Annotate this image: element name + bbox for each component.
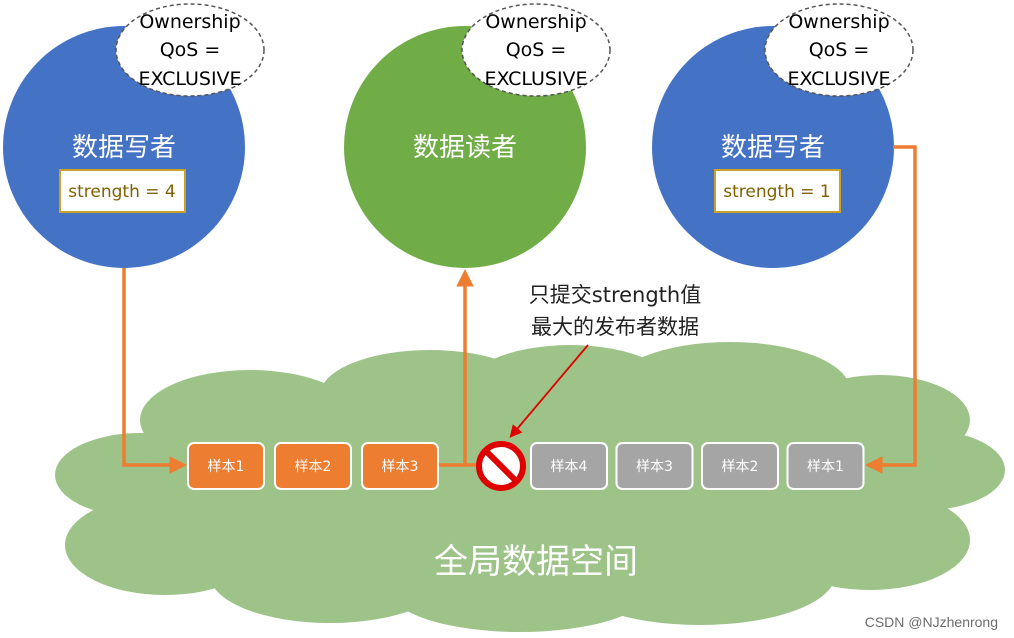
sample-blocked-1: 样本4	[530, 442, 608, 490]
samples-active-group: 样本1 样本2 样本3	[187, 442, 439, 490]
strength-note: 只提交strength值 最大的发布者数据	[509, 283, 701, 438]
writer-right-qos-line1: Ownership	[788, 11, 889, 33]
reader-qos-bubble: Ownership QoS = EXCLUSIVE	[461, 3, 611, 97]
arrow-right-writer-to-samples	[865, 145, 917, 474]
writer-left-qos-line1: Ownership	[139, 11, 240, 33]
writer-left-qos-line2: QoS =	[160, 39, 221, 61]
arrow-left-writer-to-samples	[122, 268, 187, 474]
samples-blocked-group: 样本4 样本3 样本2 样本1	[530, 442, 865, 490]
sample-active-1: 样本1	[187, 442, 265, 490]
global-data-space-label: 全局数据空间	[434, 542, 638, 582]
sample-blocked-3: 样本2	[701, 442, 779, 490]
sample-active-3: 样本3	[361, 442, 439, 490]
sample-blocked-label: 样本3	[636, 459, 673, 475]
writer-left-qos-line3: EXCLUSIVE	[138, 68, 241, 90]
sample-blocked-label: 样本4	[551, 459, 588, 475]
sample-blocked-4: 样本1	[786, 442, 865, 490]
watermark: CSDN @NJzhenrong	[865, 614, 998, 630]
reader-qos-line3: EXCLUSIVE	[484, 68, 587, 90]
sample-active-label: 样本1	[208, 459, 245, 475]
note-line1: 只提交strength值	[529, 283, 701, 307]
writer-right-qos-line2: QoS =	[809, 39, 870, 61]
note-line2: 最大的发布者数据	[531, 315, 699, 339]
writer-right-qos-bubble: Ownership QoS = EXCLUSIVE	[764, 3, 914, 97]
flow-arrows	[122, 145, 917, 474]
reader-label: 数据读者	[413, 133, 517, 163]
writer-right-qos-line3: EXCLUSIVE	[787, 68, 890, 90]
reader-qos-line1: Ownership	[485, 11, 586, 33]
sample-blocked-label: 样本1	[807, 459, 844, 475]
sample-blocked-2: 样本3	[615, 442, 694, 490]
sample-active-2: 样本2	[274, 442, 352, 490]
prohibited-icon	[476, 441, 526, 491]
writer-right-strength: strength = 1	[723, 182, 830, 202]
writer-left-qos-bubble: Ownership QoS = EXCLUSIVE	[115, 3, 265, 97]
reader: 数据读者 Ownership QoS = EXCLUSIVE	[344, 3, 611, 268]
writer-left-strength: strength = 4	[68, 182, 175, 202]
writer-right-label: 数据写者	[721, 133, 825, 163]
writer-right: 数据写者 strength = 1 Ownership QoS = EXCLUS…	[652, 3, 914, 268]
sample-active-label: 样本2	[295, 459, 332, 475]
writer-left-label: 数据写者	[72, 133, 176, 163]
writer-left: 数据写者 strength = 4 Ownership QoS = EXCLUS…	[3, 3, 265, 268]
note-arrow	[509, 344, 589, 438]
reader-qos-line2: QoS =	[506, 39, 567, 61]
sample-blocked-label: 样本2	[722, 459, 759, 475]
sample-active-label: 样本3	[382, 459, 419, 475]
